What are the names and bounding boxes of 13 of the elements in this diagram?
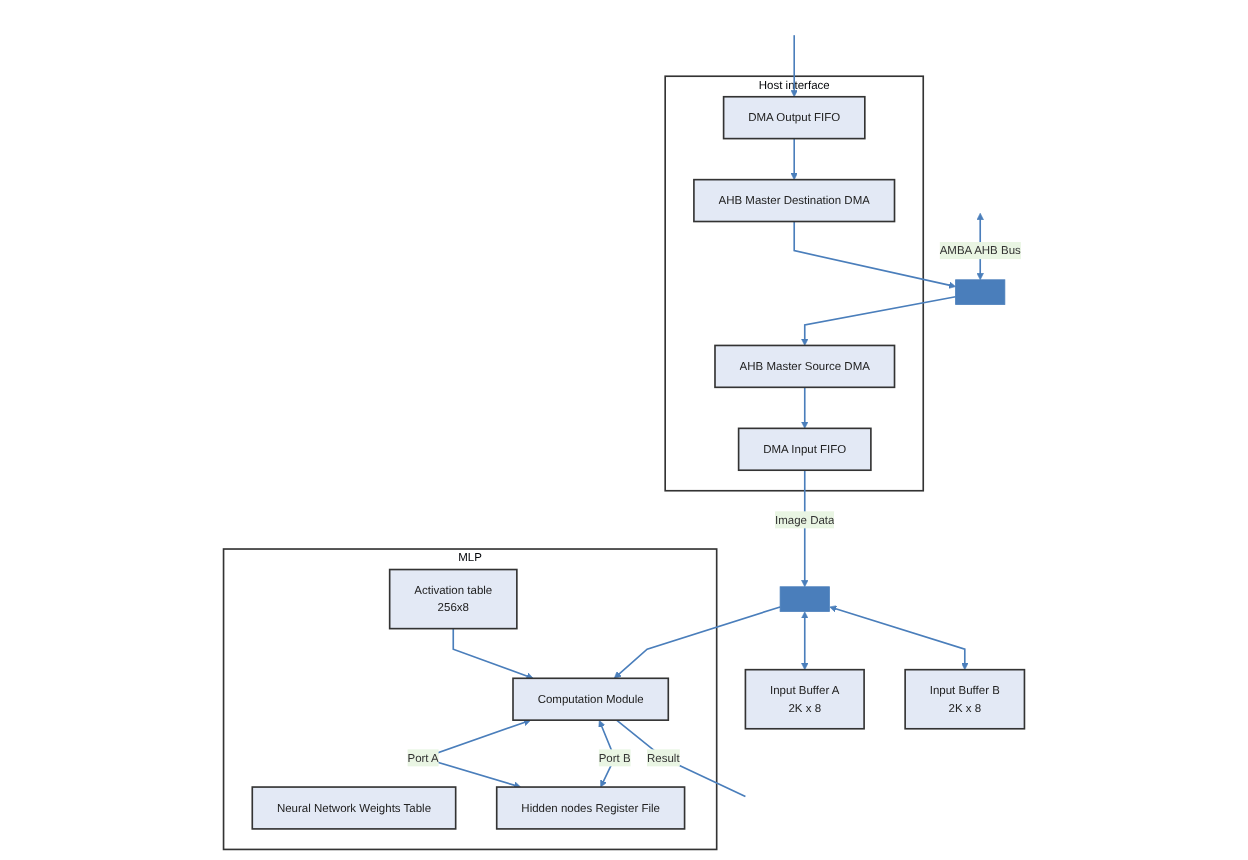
connector [615,719,747,798]
arrow [829,605,969,670]
node-bar [955,279,1006,305]
arrow [452,627,534,680]
node-bar [779,586,830,612]
arrow [790,137,798,180]
arrow [793,220,956,289]
arrow [613,606,781,679]
arrow [801,611,809,670]
arrow [801,386,809,429]
arrow [598,720,616,788]
arrow [790,34,798,98]
arrow [801,295,957,346]
